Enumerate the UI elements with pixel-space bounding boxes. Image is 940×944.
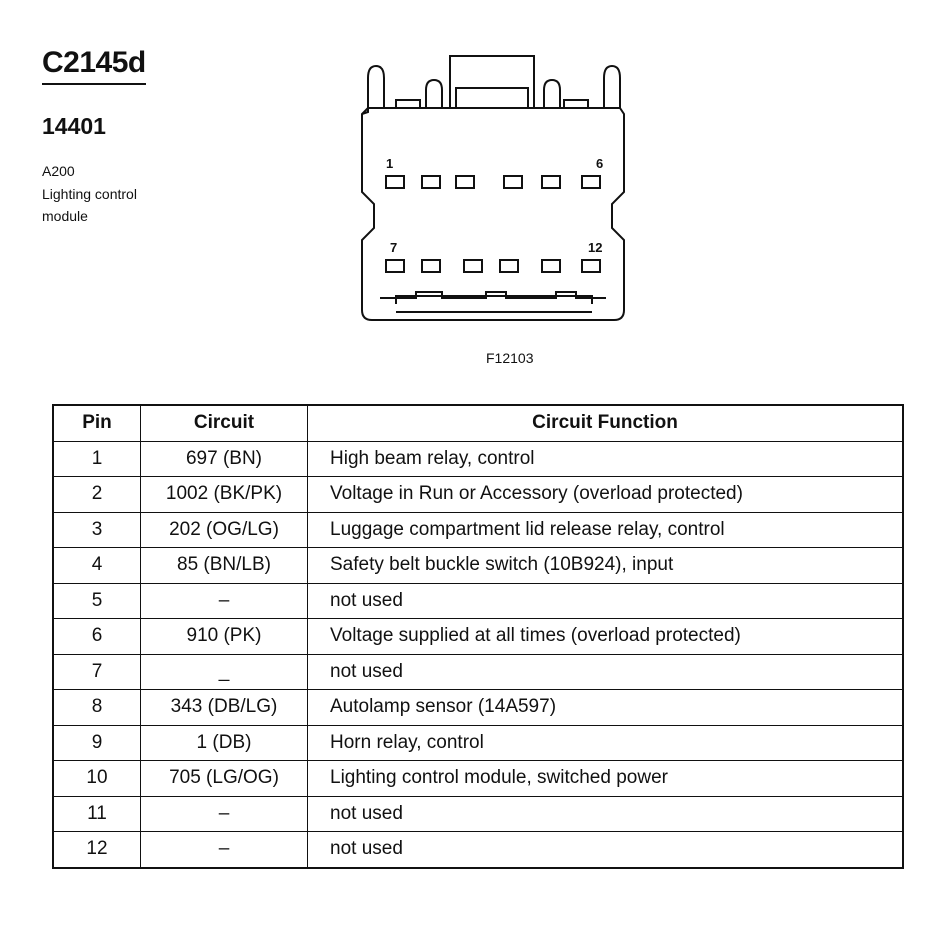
circuit-cell: – (140, 582, 308, 619)
connector-id: C2145d (42, 44, 146, 85)
table-row: 5 – not used (52, 582, 904, 619)
table-row: 4 85 (BN/LB) Safety belt buckle switch (… (52, 547, 904, 584)
table-row: 1 697 (BN) High beam relay, control (52, 440, 904, 477)
function-cell: Luggage compartment lid release relay, c… (307, 511, 904, 548)
header-circuit: Circuit (140, 404, 308, 442)
pin-cell: 6 (52, 618, 141, 655)
table-row: 3 202 (OG/LG) Luggage compartment lid re… (52, 511, 904, 548)
circuit-cell: – (140, 795, 308, 832)
table-row: 12 – not used (52, 831, 904, 868)
circuit-cell: 202 (OG/LG) (140, 511, 308, 548)
function-cell: not used (307, 653, 904, 690)
pin-cell: 2 (52, 476, 141, 513)
function-cell: not used (307, 795, 904, 832)
pin-label-7: 7 (390, 240, 397, 255)
table-row: 7 _ not used (52, 653, 904, 690)
function-cell: Autolamp sensor (14A597) (307, 689, 904, 726)
pin-label-1: 1 (386, 156, 393, 171)
pin-label-12: 12 (588, 240, 602, 255)
function-cell: Voltage in Run or Accessory (overload pr… (307, 476, 904, 513)
pin-cell: 8 (52, 689, 141, 726)
function-cell: Voltage supplied at all times (overload … (307, 618, 904, 655)
pin-cell: 5 (52, 582, 141, 619)
circuit-cell: 910 (PK) (140, 618, 308, 655)
circuit-cell: 1002 (BK/PK) (140, 476, 308, 513)
figure-id: F12103 (486, 350, 534, 366)
table-header-row: Pin Circuit Circuit Function (52, 404, 904, 442)
pin-cell: 9 (52, 724, 141, 761)
function-cell: not used (307, 831, 904, 868)
circuit-cell: 697 (BN) (140, 440, 308, 477)
circuit-cell: 343 (DB/LG) (140, 689, 308, 726)
function-cell: Lighting control module, switched power (307, 760, 904, 797)
pin-label-6: 6 (596, 156, 603, 171)
table-row: 6 910 (PK) Voltage supplied at all times… (52, 618, 904, 655)
pin-cell: 11 (52, 795, 141, 832)
table-row: 11 – not used (52, 795, 904, 832)
table-row: 10 705 (LG/OG) Lighting control module, … (52, 760, 904, 797)
pin-cell: 3 (52, 511, 141, 548)
function-cell: not used (307, 582, 904, 619)
function-cell: Horn relay, control (307, 724, 904, 761)
header-pin: Pin (52, 404, 141, 442)
header-function: Circuit Function (307, 404, 904, 442)
circuit-cell: 1 (DB) (140, 724, 308, 761)
table-row: 9 1 (DB) Horn relay, control (52, 724, 904, 761)
pin-cell: 10 (52, 760, 141, 797)
function-cell: High beam relay, control (307, 440, 904, 477)
table-row: 2 1002 (BK/PK) Voltage in Run or Accesso… (52, 476, 904, 513)
component-name: Lighting control module (42, 186, 137, 224)
part-number: 14401 (42, 113, 106, 139)
table-row: 8 343 (DB/LG) Autolamp sensor (14A597) (52, 689, 904, 726)
pin-cell: 4 (52, 547, 141, 584)
circuit-cell: _ (140, 653, 308, 690)
pinout-table: Pin Circuit Circuit Function 1 697 (BN) … (52, 404, 904, 869)
function-cell: Safety belt buckle switch (10B924), inpu… (307, 547, 904, 584)
component-code: A200 (42, 163, 75, 179)
connector-face-diagram: 1 6 7 12 (361, 55, 625, 321)
circuit-cell: 85 (BN/LB) (140, 547, 308, 584)
circuit-cell: – (140, 831, 308, 868)
pin-cell: 12 (52, 831, 141, 868)
circuit-cell: 705 (LG/OG) (140, 760, 308, 797)
pin-cell: 7 (52, 653, 141, 690)
pin-cell: 1 (52, 440, 141, 477)
